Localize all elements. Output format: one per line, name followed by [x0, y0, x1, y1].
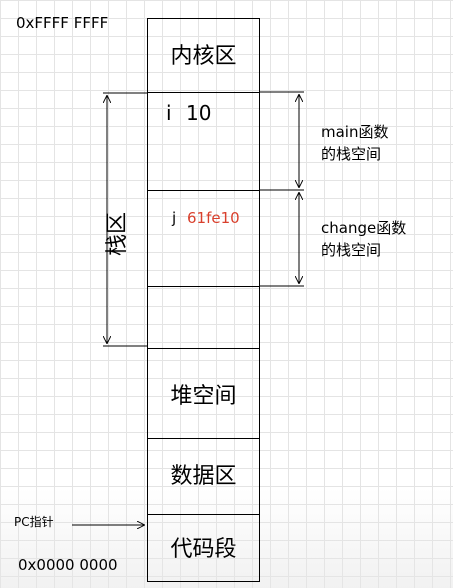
main-var-value: 10: [186, 101, 212, 125]
pc-pointer-label: PC指针: [14, 515, 54, 529]
bottom-address-label: 0x0000 0000: [18, 556, 118, 574]
data-region-label: 数据区: [170, 464, 237, 489]
change-frame-label-line2: 的栈空间: [321, 240, 382, 259]
change-var-name: j: [172, 209, 177, 227]
main-stack-frame: i 10: [148, 93, 259, 191]
kernel-region: 内核区: [148, 19, 259, 93]
heap-region-label: 堆空间: [170, 384, 237, 409]
top-address-label: 0xFFFF FFFF: [16, 14, 109, 32]
memory-layout-column: 内核区 i 10 j 61fe10 堆空间 数据区 代码段: [147, 18, 260, 582]
code-region-label: 代码段: [170, 537, 237, 562]
change-var-value: 61fe10: [187, 209, 240, 227]
data-region: 数据区: [148, 439, 259, 515]
kernel-region-label: 内核区: [170, 44, 237, 69]
heap-region: 堆空间: [148, 349, 259, 439]
code-region: 代码段: [148, 515, 259, 583]
main-var-name: i: [166, 101, 172, 125]
main-frame-label-line2: 的栈空间: [321, 144, 382, 163]
change-frame-label: change函数 的栈空间: [321, 218, 406, 262]
main-frame-label-line1: main函数: [321, 123, 389, 141]
main-frame-label: main函数 的栈空间: [321, 122, 388, 166]
change-stack-frame: j 61fe10: [148, 191, 259, 287]
free-stack-slot: [148, 287, 259, 349]
change-frame-label-line1: change函数: [321, 219, 407, 237]
